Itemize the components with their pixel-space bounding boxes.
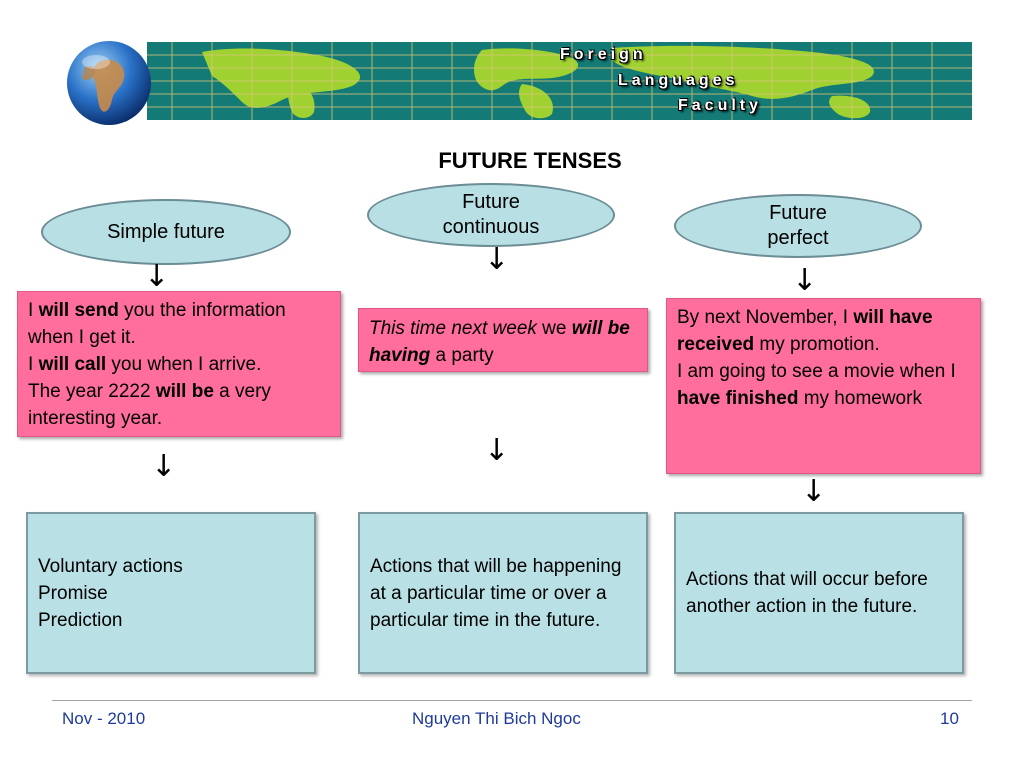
usage-future-perfect: Actions that will occur before another a…: [674, 512, 964, 674]
example-run: This time next week: [369, 318, 537, 339]
oval-label-line: Future: [462, 191, 520, 213]
example-run: will call: [38, 354, 107, 375]
oval-simple-future: Simple future: [41, 199, 291, 265]
example-sentence: By next November, I will have received m…: [677, 304, 970, 358]
down-arrow-icon: ↓: [144, 259, 170, 294]
usage-line: Promise: [38, 582, 108, 604]
usage-line: Prediction: [38, 609, 123, 631]
banner-line-1: Foreign: [560, 46, 647, 63]
example-sentence: This time next week we will be having a …: [369, 315, 637, 369]
examples-future-continuous: This time next week we will be having a …: [358, 308, 648, 372]
usage-simple-future: Voluntary actions Promise Prediction: [26, 512, 316, 674]
example-run: you the information when I get it.: [28, 300, 286, 348]
down-arrow-icon: ↓: [792, 263, 818, 298]
down-arrow-icon: ↓: [484, 242, 510, 277]
example-run: will send: [38, 300, 119, 321]
examples-future-perfect: By next November, I will have received m…: [666, 298, 981, 474]
example-run: have finished: [677, 388, 799, 409]
world-map-graphic: [52, 42, 972, 120]
example-run: we: [536, 318, 572, 339]
example-run: I: [28, 354, 39, 375]
examples-simple-future: I will send you the information when I g…: [17, 291, 341, 437]
footer-divider: [52, 700, 972, 701]
banner-line-2: Languages: [618, 72, 739, 89]
example-sentence: I am going to see a movie when I have fi…: [677, 358, 970, 412]
usage-line: Actions that will occur before another a…: [686, 569, 928, 617]
example-run: you when I arrive.: [106, 354, 262, 375]
example-run: By next November, I: [677, 307, 854, 328]
example-run: my promotion.: [754, 334, 880, 355]
down-arrow-icon: ↓: [484, 433, 510, 468]
usage-line: Actions that will be happening at a part…: [370, 555, 622, 631]
header-banner: [52, 42, 972, 120]
example-run: a very interesting year.: [28, 381, 271, 429]
oval-future-continuous: Future continuous: [367, 183, 615, 247]
example-run: will have received: [677, 307, 933, 355]
slide-title: FUTURE TENSES: [438, 148, 622, 173]
example-run: my homework: [798, 388, 922, 409]
example-sentence: The year 2222 will be a very interesting…: [28, 378, 330, 432]
example-run: I am going to see a movie when I: [677, 361, 956, 382]
example-run: will be having: [369, 318, 630, 366]
footer-author: Nguyen Thi Bich Ngoc: [412, 709, 581, 728]
globe-icon: [67, 41, 151, 125]
usage-future-continuous: Actions that will be happening at a part…: [358, 512, 648, 674]
down-arrow-icon: ↓: [801, 474, 827, 509]
example-run: I: [28, 300, 39, 321]
example-sentence: I will call you when I arrive.: [28, 351, 330, 378]
footer-page-number: 10: [940, 709, 959, 728]
oval-label-line: continuous: [442, 216, 540, 238]
usage-line: Voluntary actions: [38, 555, 183, 577]
example-sentence: I will send you the information when I g…: [28, 297, 330, 351]
oval-label-line: Simple future: [107, 220, 225, 243]
down-arrow-icon: ↓: [151, 449, 177, 484]
footer-date: Nov - 2010: [62, 709, 146, 728]
oval-label-line: perfect: [767, 227, 829, 249]
banner-line-3: Faculty: [678, 97, 763, 114]
example-run: a party: [430, 345, 494, 366]
oval-label-line: Future: [769, 202, 827, 224]
example-run: will be: [155, 381, 214, 402]
example-run: The year 2222: [28, 381, 156, 402]
oval-future-perfect: Future perfect: [674, 194, 922, 258]
